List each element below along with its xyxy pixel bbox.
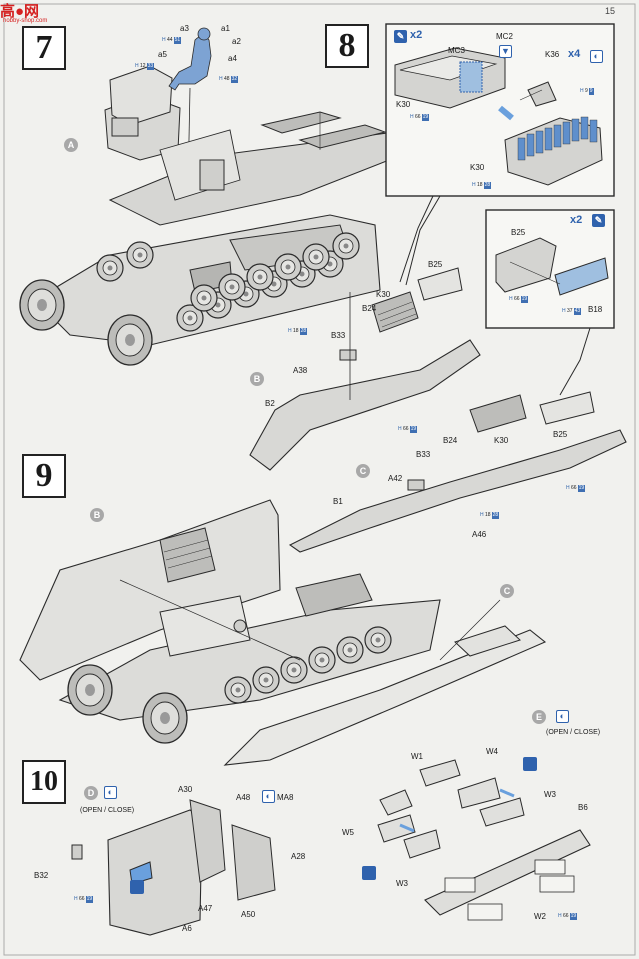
brush-icon: ✎ [394,30,407,43]
count-x2: x2 [410,29,423,41]
label-b25-inset: B25 [511,228,526,237]
callout-e: E [532,710,546,724]
step-number-9: 9 [22,454,66,498]
label-b33: B33 [331,331,346,340]
callout-c: C [356,464,370,478]
count-x4: x4 [568,48,581,60]
label-a47: A47 [198,904,213,913]
label-b25-c: B25 [553,430,568,439]
label-a46: A46 [472,530,487,539]
open-close-icon: ◐ [104,786,117,799]
label-w3-a: W3 [544,790,556,799]
callout-a: A [64,138,78,152]
label-a48: A48 [236,793,251,802]
label-k30-d: K30 [494,436,509,445]
label-b18: B18 [588,305,603,314]
label-k30-b: K30 [470,163,485,172]
watermark-logo: 高●网 [0,3,40,20]
label-a42: A42 [388,474,403,483]
open-close-icon: ◐ [556,710,569,723]
open-close-label: (OPEN / CLOSE) [546,729,601,736]
label-a30: A30 [178,785,193,794]
label-a4: a4 [228,54,237,63]
callout-d: D [84,786,98,800]
watermark-url: hobby-shop.com [3,18,48,24]
step9-drawing [19,499,547,766]
callout-b-step9: B [90,508,104,522]
label-b25: B25 [428,260,443,269]
label-a50: A50 [241,910,256,919]
label-w1: W1 [411,752,423,761]
glue-icon: ◐ [590,50,603,63]
label-b6: B6 [578,803,588,812]
label-a1: a1 [221,24,230,33]
label-ma8: MA8 [277,793,294,802]
label-w5: W5 [342,828,354,837]
step8-inset [385,23,615,286]
label-mc3: MC3 [448,46,465,55]
label-mc2: MC2 [496,32,513,41]
step10-drawing [71,759,591,936]
label-b24: B24 [362,304,377,313]
label-a2: a2 [232,37,241,46]
label-a28: A28 [291,852,306,861]
label-k36: K36 [545,50,560,59]
callout-b: B [250,372,264,386]
step7-drawing [19,27,442,366]
b1-plate [288,391,627,553]
open-close-label-d: (OPEN / CLOSE) [80,807,135,814]
label-b2: B2 [265,399,275,408]
glue-icon: ▼ [499,45,512,58]
label-b33-b: B33 [416,450,431,459]
b25-inset [485,209,615,396]
b2-plate [249,267,481,471]
step-number-8: 8 [325,24,369,68]
label-b1: B1 [333,497,343,506]
label-k30-c: K30 [376,290,391,299]
step-number-7: 7 [22,26,66,70]
label-a38: A38 [293,366,308,375]
page-number: 15 [605,6,616,16]
label-w3-b: W3 [396,879,408,888]
label-w2: W2 [534,912,546,921]
label-b32: B32 [34,871,49,880]
label-k30-a: K30 [396,100,411,109]
callout-c-step9: C [500,584,514,598]
count-x2-inset: x2 [570,214,583,226]
label-w4: W4 [486,747,498,756]
label-a6: A6 [182,924,192,933]
label-b24-b: B24 [443,436,458,445]
brush-icon: ✎ [592,214,605,227]
label-a5: a5 [158,50,167,59]
label-a3: a3 [180,24,189,33]
step-number-10: 10 [22,760,66,804]
open-close-icon: ◐ [262,790,275,803]
